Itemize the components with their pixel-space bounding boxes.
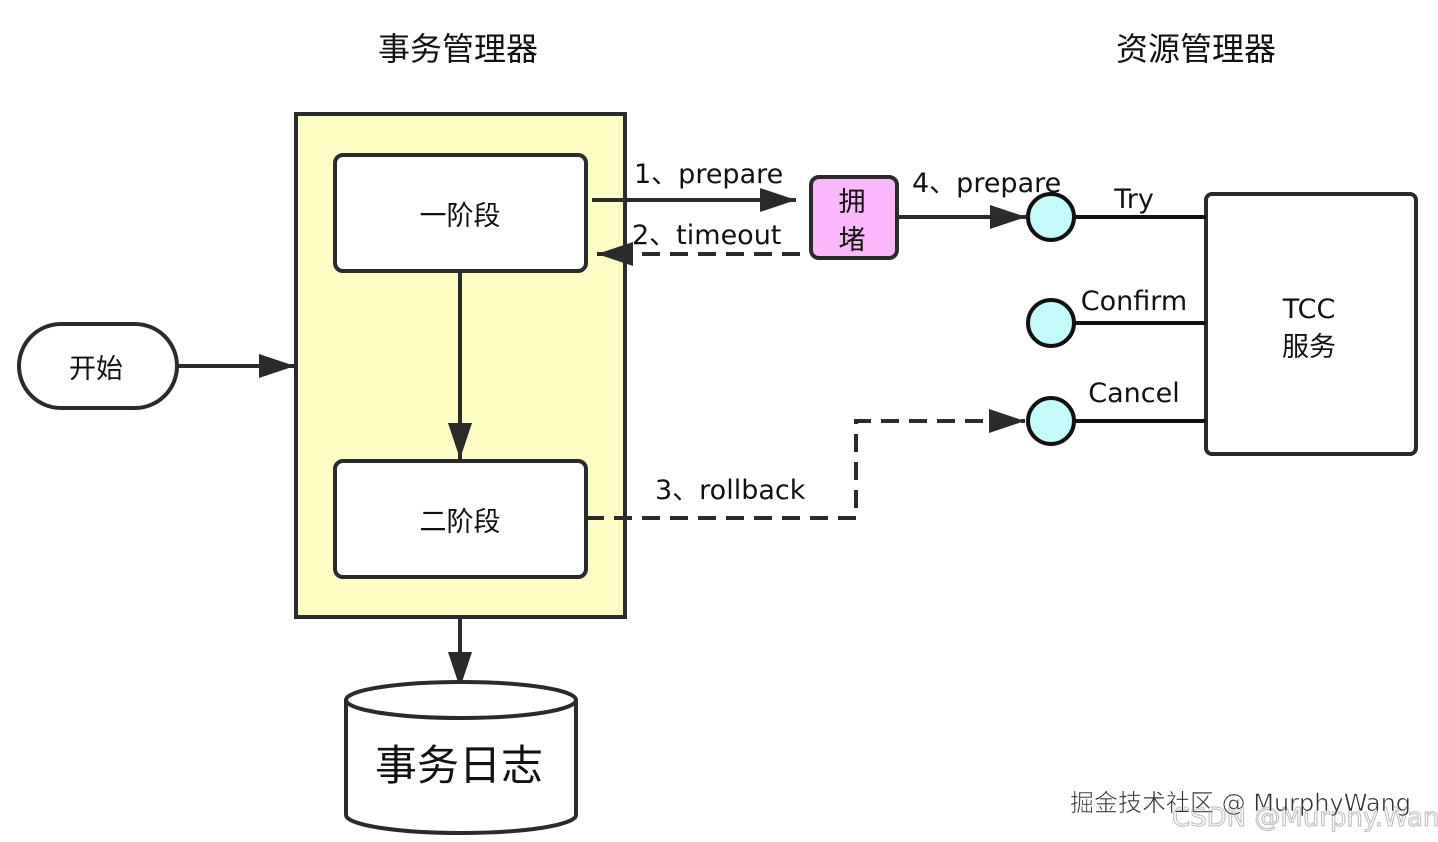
try-label: Try bbox=[1113, 184, 1154, 215]
log-label: 事务日志 bbox=[375, 741, 543, 790]
tcc-label-line1: TCC bbox=[1282, 294, 1336, 325]
csdn-watermark: CSDN @Murphy.Wang bbox=[1172, 803, 1438, 833]
congestion-label-line2: 堵 bbox=[839, 225, 866, 256]
timeout-label: 2、timeout bbox=[632, 220, 781, 251]
cancel-port bbox=[1026, 396, 1076, 446]
juejin-watermark: 掘金技术社区 @ MurphyWang bbox=[1070, 789, 1411, 817]
try-port bbox=[1026, 192, 1076, 242]
phase1-label: 一阶段 bbox=[420, 201, 501, 232]
log-cylinder-body bbox=[344, 700, 578, 835]
rollback-arrow bbox=[586, 409, 1025, 520]
confirm-port bbox=[1026, 298, 1076, 348]
log-cylinder-top bbox=[344, 680, 578, 720]
start-label: 开始 bbox=[69, 354, 123, 385]
transaction-manager-title: 事务管理器 bbox=[378, 30, 538, 68]
prepare4-label: 4、prepare bbox=[912, 168, 1061, 199]
cancel-label: Cancel bbox=[1088, 378, 1179, 409]
confirm-label: Confirm bbox=[1081, 286, 1187, 317]
tcc-label-line2: 服务 bbox=[1282, 332, 1336, 363]
phase2-label: 二阶段 bbox=[420, 507, 501, 538]
rollback-label: 3、rollback bbox=[655, 475, 806, 506]
prepare1-label: 1、prepare bbox=[634, 159, 783, 190]
congestion-label-line1: 拥 bbox=[839, 187, 866, 218]
resource-manager-title: 资源管理器 bbox=[1116, 30, 1276, 68]
